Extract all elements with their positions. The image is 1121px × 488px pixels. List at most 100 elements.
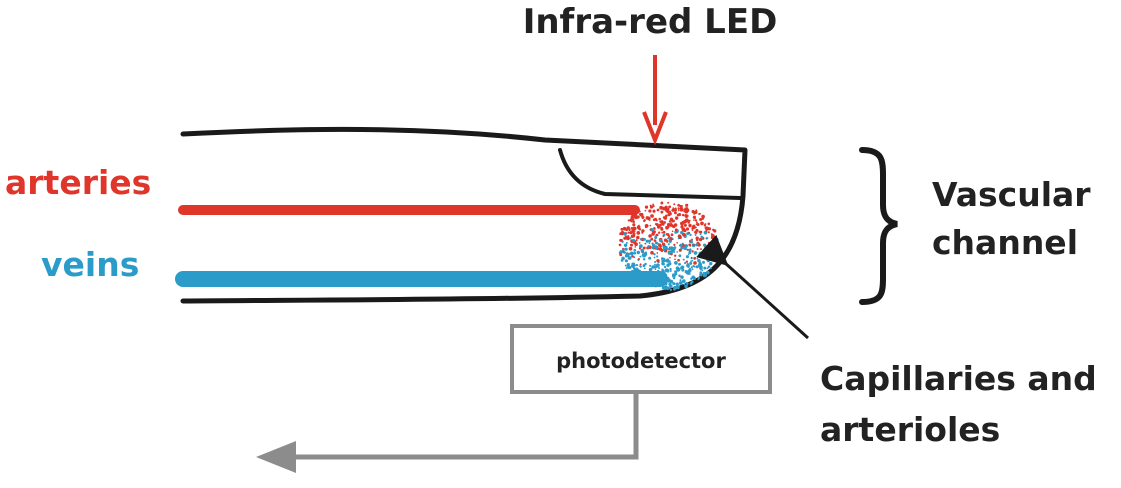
capillary-dot	[638, 210, 641, 213]
capillary-dot	[669, 223, 673, 227]
capillary-dot	[688, 248, 692, 252]
capillary-dot	[624, 264, 627, 267]
capillary-dot	[640, 214, 643, 217]
capillary-dot	[679, 204, 682, 208]
capillary-dot	[662, 230, 666, 234]
capillary-dot	[629, 237, 632, 240]
capillary-dot	[713, 235, 716, 238]
capillary-dot	[650, 214, 652, 217]
capillary-dot	[658, 247, 663, 251]
capillary-dot	[631, 255, 634, 258]
capillary-dot	[673, 243, 676, 247]
capillary-dot	[658, 217, 661, 221]
capillary-dot	[677, 209, 680, 212]
capillary-dot	[691, 224, 696, 229]
vascular-label-line2: channel	[932, 223, 1078, 262]
capillary-dot	[678, 262, 681, 266]
capillary-dot	[685, 203, 689, 207]
capillary-dot	[654, 245, 658, 249]
capillary-dot	[687, 253, 690, 256]
capillary-dot	[681, 220, 685, 225]
capillary-dot	[695, 223, 698, 226]
capillary-dot	[644, 278, 648, 282]
capillary-dot	[698, 264, 702, 268]
capillary-dot	[689, 233, 692, 237]
capillary-dot	[663, 265, 667, 269]
capillary-dot	[689, 269, 692, 272]
capillary-dot	[638, 224, 640, 227]
capillary-dot	[683, 228, 687, 233]
capillary-dot	[695, 221, 698, 224]
capillary-dot	[654, 261, 657, 263]
capillary-dot	[679, 279, 682, 282]
capillary-dot	[661, 279, 665, 283]
capillary-dot	[649, 264, 652, 267]
capillary-dot	[649, 204, 652, 207]
capillary-dot	[656, 242, 659, 245]
capillary-dot	[648, 267, 653, 272]
capillary-dot	[693, 265, 696, 268]
capillary-dot	[691, 275, 695, 279]
finger-outline	[180, 126, 748, 304]
capillary-dot	[619, 250, 623, 253]
capillary-dot	[706, 267, 709, 270]
capillary-dot	[638, 242, 641, 244]
capillary-dot	[691, 250, 694, 253]
right-brace-icon	[859, 147, 898, 305]
capillary-dot	[674, 230, 678, 234]
capillary-dot	[641, 229, 645, 233]
capillary-dot	[696, 224, 699, 227]
capillary-dot	[666, 248, 669, 251]
capillary-dot	[630, 220, 633, 223]
capillary-dot	[707, 248, 711, 252]
capillary-dot	[693, 219, 695, 221]
capillary-dot	[627, 256, 632, 260]
capillary-dot	[693, 261, 697, 265]
capillary-dot	[642, 246, 646, 250]
capillary-dot	[695, 238, 699, 242]
capillary-dot	[656, 223, 659, 226]
capillary-dot	[642, 281, 645, 283]
capillary-dot	[653, 277, 657, 282]
capillary-dot	[647, 275, 651, 279]
capillary-dot	[653, 227, 656, 230]
capillary-dot	[692, 243, 695, 246]
capillary-dot	[677, 234, 682, 238]
capillary-dot	[622, 248, 625, 251]
fingernail	[558, 148, 742, 200]
capillary-dot	[648, 209, 652, 213]
capillary-dot	[690, 240, 694, 244]
capillary-dot	[629, 243, 634, 247]
capillary-dot	[678, 254, 682, 258]
capillary-dot	[712, 228, 715, 232]
capillary-dot	[700, 248, 702, 251]
capillary-dot	[667, 243, 670, 246]
capillary-dot	[660, 210, 664, 214]
capillary-dot	[639, 263, 642, 266]
capillary-dot	[672, 282, 676, 286]
capillary-dot	[627, 271, 630, 274]
capillary-dot	[705, 229, 708, 232]
capillary-dot	[631, 272, 635, 276]
capillary-dot	[709, 267, 712, 270]
capillary-dot	[665, 232, 669, 236]
capillary-dot	[645, 226, 647, 229]
capillary-dot	[661, 286, 666, 290]
capillary-dot	[646, 216, 651, 221]
capillary-dot	[679, 243, 683, 247]
vascular-label-line1: Vascular	[932, 175, 1091, 214]
capillary-dot	[636, 250, 641, 255]
capillary-dot	[619, 239, 623, 242]
capillary-dot	[714, 242, 718, 246]
capillary-dot	[650, 273, 654, 277]
capillary-dot	[686, 232, 690, 236]
capillary-dot	[636, 277, 640, 280]
capillary-dot	[658, 223, 662, 227]
capillary-dot	[661, 282, 664, 284]
capillary-dot	[670, 238, 673, 241]
capillary-dot	[623, 231, 627, 235]
capillary-dot	[691, 268, 694, 271]
capillary-dot	[648, 234, 652, 238]
capillary-dot	[707, 222, 711, 226]
